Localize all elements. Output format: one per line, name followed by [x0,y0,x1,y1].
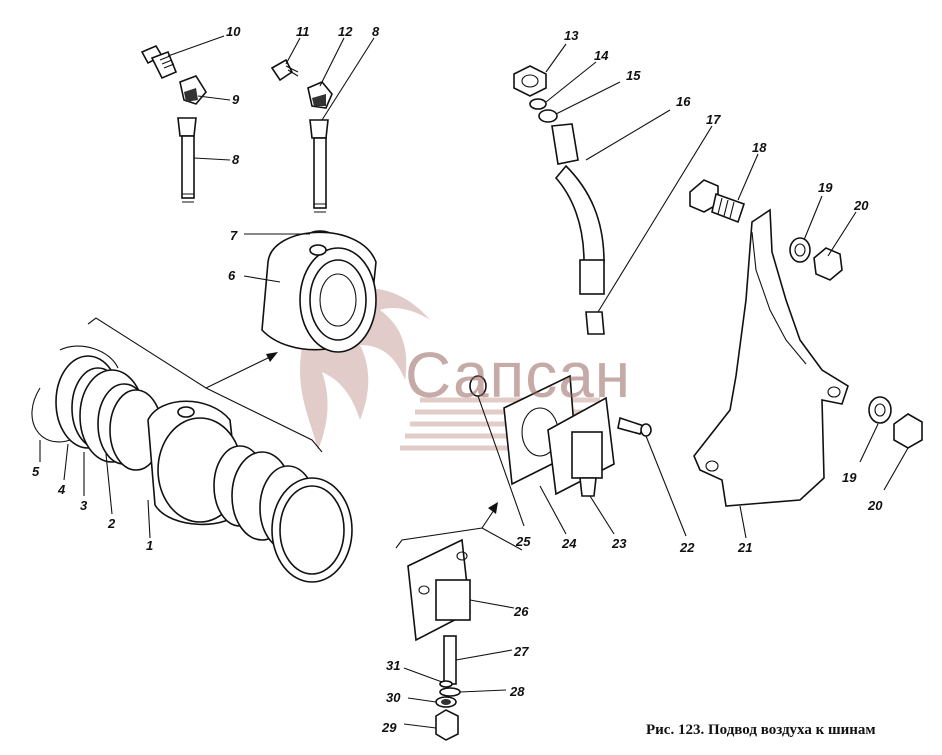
ring-31 [439,680,453,688]
nut-20-top [813,247,843,281]
fitting-11 [270,58,299,82]
callout-14: 14 [594,48,609,63]
callout-13: 13 [564,28,579,43]
ring-15 [538,109,558,123]
valve-flange-26 [407,538,471,642]
valve-body-23 [547,396,615,497]
callout-26: 26 [513,604,529,619]
snap-ring-5 [31,345,119,443]
callout-28: 28 [509,684,525,699]
callout-12: 12 [338,24,353,39]
tube-8-left [177,117,197,203]
callout-23: 23 [611,536,627,551]
callout-8-left: 8 [232,152,240,167]
callout-17: 17 [706,112,721,127]
callout-22: 22 [679,540,695,555]
nipple-17 [585,311,605,335]
tube-8-center [309,119,329,213]
callout-6: 6 [228,268,236,283]
callout-5: 5 [32,464,40,479]
stem-27 [443,635,457,685]
figure-caption: Рис. 123. Подвод воздуха к шинам [646,722,876,738]
callout-31: 31 [386,658,400,673]
callout-16: 16 [676,94,691,109]
group-arrow-2 [395,502,523,551]
cap-12 [307,81,333,109]
group-arrow-1 [87,317,323,453]
washer-19-top [789,237,811,263]
callout-19-top: 19 [818,180,833,195]
washer-19-bottom [868,396,892,424]
callout-19-bottom: 19 [842,470,857,485]
callout-20-top: 20 [853,198,869,213]
callout-15: 15 [626,68,641,83]
nut-29 [435,709,459,741]
callout-11: 11 [296,24,310,39]
seal-rings-right [213,445,353,583]
callout-1: 1 [146,538,153,553]
callout-25: 25 [515,534,531,549]
callout-24: 24 [561,536,577,551]
callout-30: 30 [386,690,401,705]
callout-2: 2 [107,516,116,531]
washer-14 [529,98,547,110]
callout-27: 27 [513,644,529,659]
callout-labels: 10 11 12 8 9 8 7 6 5 4 3 2 1 13 14 15 16… [32,24,883,735]
callout-3: 3 [80,498,88,513]
callout-29: 29 [381,720,397,735]
callout-4: 4 [57,482,66,497]
housing-6 [261,231,377,353]
nut-13 [513,65,547,97]
watermark-text: Сапсан [405,339,632,411]
nut-20-bottom [893,413,923,449]
washer-30 [435,696,457,708]
callout-9: 9 [232,92,240,107]
washer-28 [439,687,461,697]
callout-21: 21 [737,540,752,555]
callout-7: 7 [230,228,238,243]
hose-16 [551,123,605,295]
screw-22 [617,416,652,437]
bolt-18 [689,179,746,224]
leader-lines [39,35,909,729]
callout-8-top: 8 [372,24,380,39]
callout-10: 10 [226,24,241,39]
elbow-9 [179,75,207,105]
callout-18: 18 [752,140,767,155]
seal-rings-2-4 [55,355,163,471]
bracket-21 [693,208,849,507]
callout-20-bottom: 20 [867,498,883,513]
fitting-10 [140,44,178,80]
